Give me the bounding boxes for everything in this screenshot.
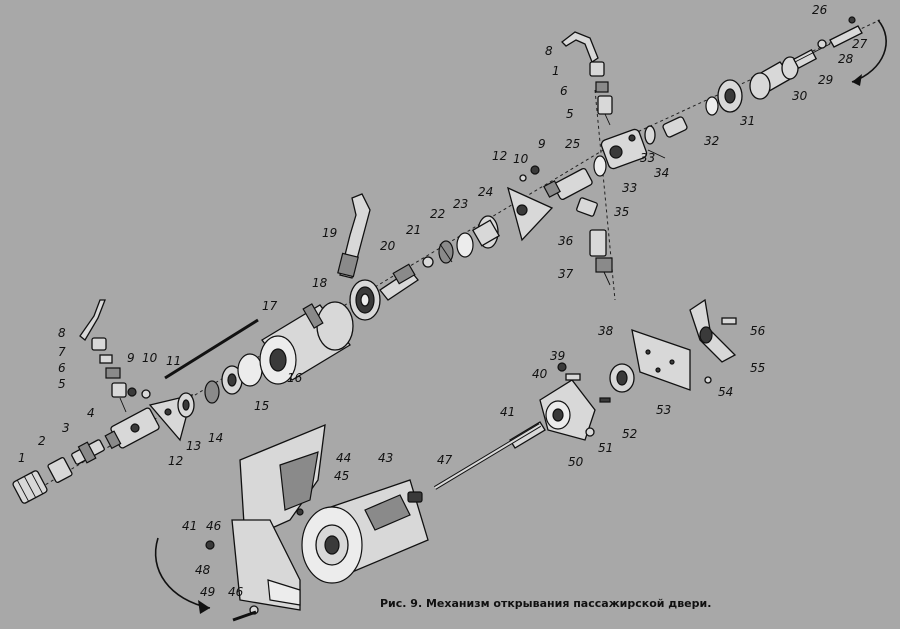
part-25-tee (543, 116, 688, 200)
callout-number: 17 (262, 299, 278, 313)
callout-number: 35 (614, 205, 629, 219)
callout-number: 5 (566, 107, 574, 121)
callout-number: 13 (186, 439, 201, 453)
cylinder-assembly (259, 279, 381, 385)
left-valve-assembly (12, 299, 263, 504)
callout-number: 11 (166, 354, 181, 368)
callout-number: 52 (622, 427, 637, 441)
callout-number: 38 (598, 324, 614, 338)
callout-number: 39 (550, 349, 565, 363)
callout-number: 21 (406, 223, 421, 237)
callout-number: 7 (58, 345, 66, 359)
callout-number: 1 (552, 64, 560, 78)
callout-number: 34 (654, 166, 669, 180)
callout-number: 51 (598, 441, 613, 455)
callout-number: 23 (453, 197, 468, 211)
callout-number: 6 (560, 84, 568, 98)
top-vertical-fitting (561, 31, 613, 126)
rotation-arrow-bottom (154, 537, 211, 609)
lower-right-lock (509, 298, 737, 449)
callout-number: 3 (62, 421, 70, 435)
rotation-arrowhead-top (852, 74, 862, 86)
lower-fittings (576, 197, 613, 286)
callout-number: 22 (430, 207, 445, 221)
callout-number: 40 (532, 367, 548, 381)
callout-number: 12 (492, 149, 507, 163)
callout-number: 37 (558, 267, 574, 281)
callout-number: 54 (718, 385, 733, 399)
callout-number: 4 (87, 406, 95, 420)
callout-number: 32 (704, 134, 719, 148)
callout-number: 41 (500, 405, 515, 419)
callout-number: 43 (378, 451, 393, 465)
callout-number: 50 (568, 455, 584, 469)
callout-number: 6 (58, 361, 66, 375)
figure-caption: Рис. 9. Механизм открывания пассажирской… (380, 597, 711, 610)
callout-number: 27 (852, 37, 868, 51)
callout-number: 16 (287, 371, 303, 385)
callout-number: 30 (792, 89, 808, 103)
callout-number: 49 (200, 585, 215, 599)
callout-number: 41 (182, 519, 197, 533)
callout-number: 55 (750, 361, 765, 375)
callout-number: 26 (812, 3, 828, 17)
callout-number: 33 (640, 151, 655, 165)
callout-number: 33 (622, 181, 637, 195)
callout-number: 28 (838, 52, 854, 66)
callout-number: 31 (740, 114, 755, 128)
callout-number: 18 (312, 276, 328, 290)
callout-number: 8 (545, 44, 553, 58)
callout-number: 29 (818, 73, 833, 87)
callout-number: 12 (168, 454, 183, 468)
center-shaft-parts (379, 165, 554, 301)
callout-number: 45 (334, 469, 349, 483)
callout-number: 19 (322, 226, 337, 240)
callout-number: 44 (336, 451, 351, 465)
callout-number: 14 (208, 431, 223, 445)
callout-number: 10 (513, 152, 529, 166)
callout-number: 46 (206, 519, 222, 533)
callout-number: 20 (380, 239, 396, 253)
callout-number: 47 (437, 453, 453, 467)
motor-and-bracket (205, 423, 429, 622)
callout-number: 2 (38, 434, 46, 448)
callout-number: 5 (58, 377, 66, 391)
callout-number: 48 (195, 563, 211, 577)
callout-number: 10 (142, 351, 158, 365)
rotation-arrowhead-bottom (198, 600, 210, 614)
callout-number: 15 (254, 399, 269, 413)
callout-number: 8 (58, 326, 66, 340)
callout-number: 46 (228, 585, 244, 599)
callout-number: 9 (127, 351, 135, 365)
callout-number: 25 (565, 137, 580, 151)
callout-number: 9 (538, 137, 546, 151)
part-19-hose (337, 193, 371, 279)
callout-number: 56 (750, 324, 766, 338)
callout-number: 36 (558, 234, 574, 248)
callout-number: 53 (656, 403, 671, 417)
top-right-cylinder (705, 16, 863, 116)
callout-number: 24 (478, 185, 493, 199)
callout-number: 1 (18, 451, 26, 465)
